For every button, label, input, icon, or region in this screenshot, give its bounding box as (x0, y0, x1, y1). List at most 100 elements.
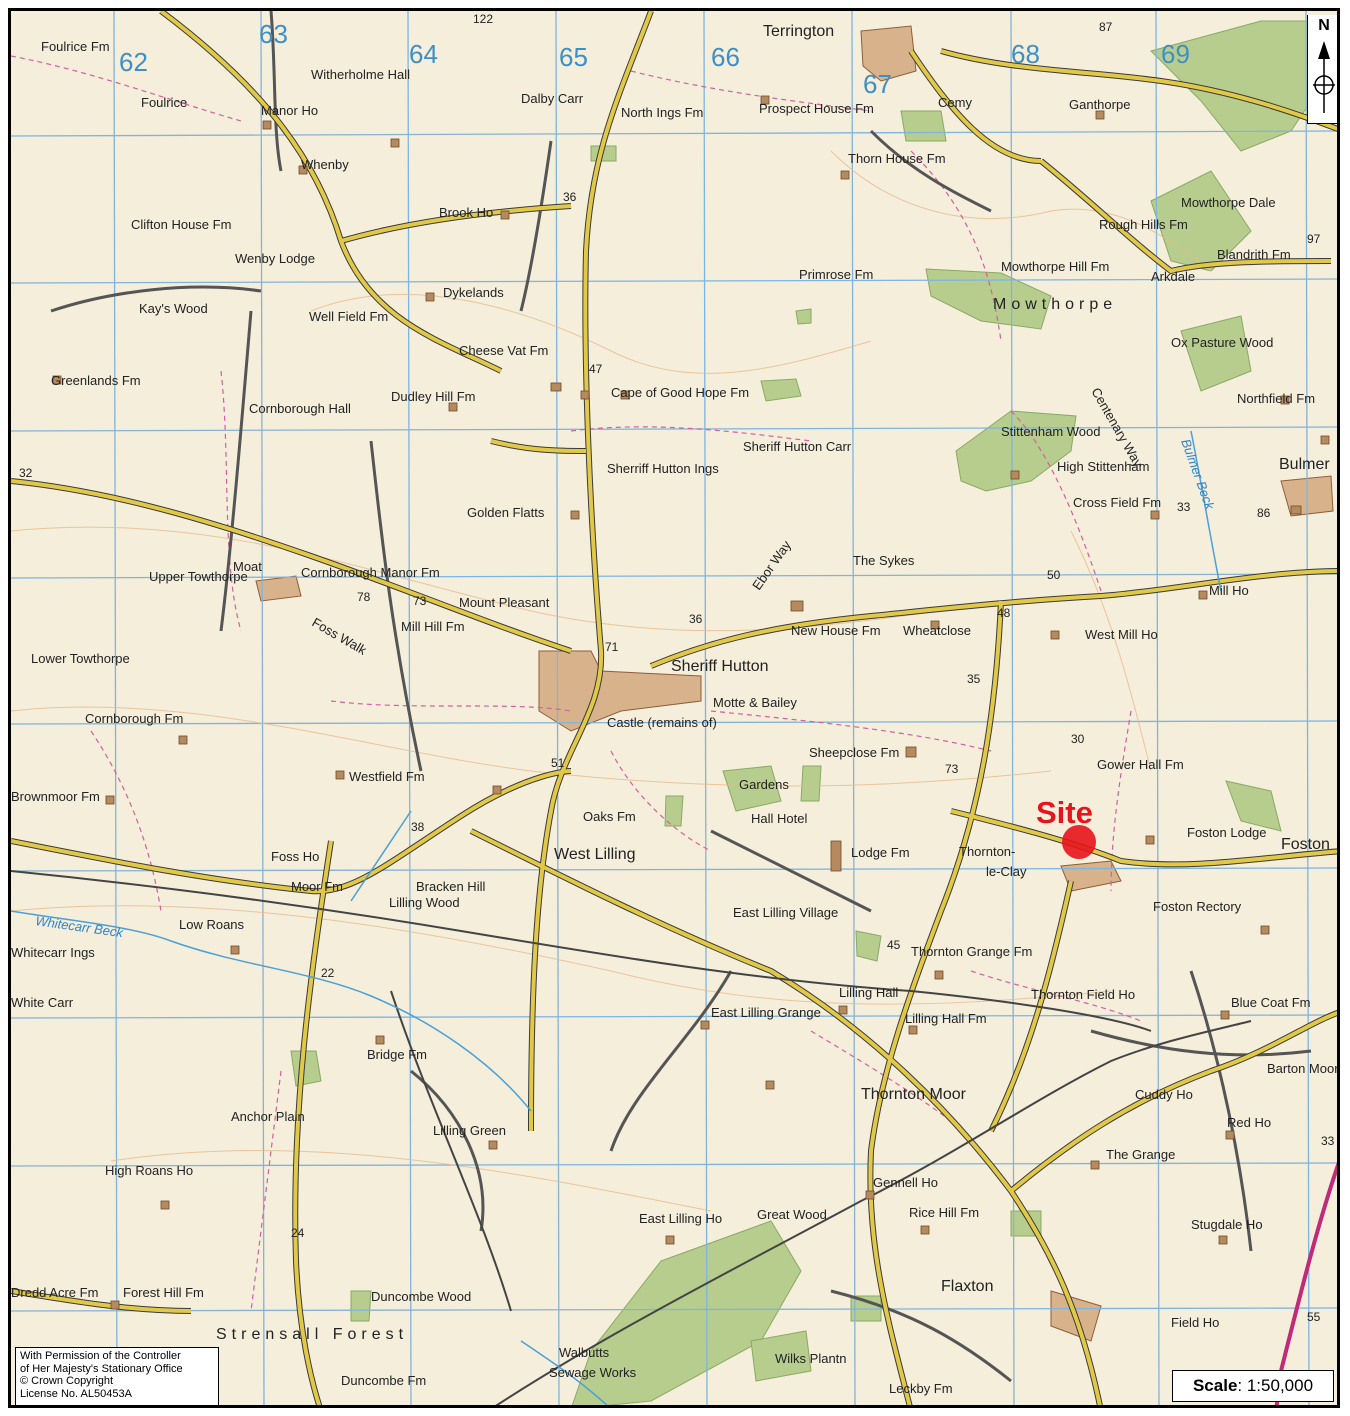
farm-label: Lodge Fm (851, 845, 910, 860)
farm-label: Westfield Fm (349, 769, 425, 784)
farm-label: Mill Hill Fm (401, 619, 465, 634)
farm-label: Cornborough Hall (249, 401, 351, 416)
farm-label: East Lilling Ho (639, 1211, 722, 1226)
farm-label: High Roans Ho (105, 1163, 193, 1178)
farm-label: Rough Hills Fm (1099, 217, 1188, 232)
map-paper (11, 11, 1337, 1405)
farm-label: Stugdale Ho (1191, 1217, 1263, 1232)
farm-label: Bridge Fm (367, 1047, 427, 1062)
farm-label: Foston Lodge (1187, 825, 1267, 840)
place-label: Strensall Forest (216, 1326, 408, 1343)
farm-label: Thornton Field Ho (1031, 987, 1135, 1002)
place-label: Thornton- (959, 844, 1015, 859)
farm-label: Castle (remains of) (607, 715, 717, 730)
copyright-line: of Her Majesty's Stationary Office (20, 1362, 183, 1375)
grid-numbers: 62 63 64 65 66 67 68 69 (119, 19, 1190, 99)
farm-label: Manor Ho (261, 103, 318, 118)
grid-number: 63 (259, 19, 288, 49)
farm-label: The Grange (1106, 1147, 1175, 1162)
farm-label: Sherriff Hutton Ings (607, 461, 719, 476)
farm-label: Lilling Green (433, 1123, 506, 1138)
farm-label: Rice Hill Fm (909, 1205, 979, 1220)
farm-label: Clifton House Fm (131, 217, 231, 232)
copyright-line: With Permission of the Controller (20, 1350, 181, 1362)
map-canvas: 62 63 64 65 66 67 68 69 Terrington Sheri… (11, 11, 1337, 1405)
place-label: Lilling Wood (389, 895, 460, 910)
farm-label: Oaks Fm (583, 809, 636, 824)
farm-label: Foulrice (141, 95, 187, 110)
grid-number: 62 (119, 47, 148, 77)
copyright-notice: With Permission of the Controller of Her… (15, 1347, 219, 1405)
spot-height: 87 (1099, 20, 1113, 34)
farm-label: Gennell Ho (873, 1175, 938, 1190)
spot-height: 78 (357, 590, 371, 604)
grid-lines (11, 11, 1337, 1405)
spot-height: 33 (1177, 500, 1191, 514)
farm-label: Moor Fm (291, 879, 343, 894)
grid-number: 69 (1161, 39, 1190, 69)
farm-label: Mount Pleasant (459, 595, 550, 610)
farm-label: Anchor Plain (231, 1109, 305, 1124)
place-label: Foston (1281, 836, 1330, 853)
farm-label: Sewage Works (549, 1365, 637, 1380)
spot-height: 35 (967, 672, 981, 686)
site-label: Site (1036, 795, 1093, 830)
place-label: le-Clay (986, 864, 1027, 879)
scale-box: Scale: 1:50,000 (1172, 1370, 1334, 1402)
farm-label: Blandrith Fm (1217, 247, 1291, 262)
watercourses (11, 430, 1222, 1405)
spot-height: 71 (605, 640, 619, 654)
site-marker[interactable] (1062, 825, 1096, 859)
farm-label: Mowthorpe Dale (1181, 195, 1276, 210)
farm-label: New House Fm (791, 623, 881, 638)
place-label: Ganthorpe (1069, 97, 1130, 112)
contours (11, 150, 1212, 1212)
farm-label: The Sykes (853, 553, 915, 568)
place-names: Terrington Sheriff Hutton West Lilling T… (216, 23, 1330, 1343)
spot-height: 47 (589, 362, 603, 376)
farm-label: Bracken Hill (416, 879, 485, 894)
spot-height: 73 (413, 594, 427, 608)
farm-label: Dredd Acre Fm (11, 1285, 98, 1300)
farm-label: Gower Hall Fm (1097, 757, 1184, 772)
farm-label: Hall Hotel (751, 811, 807, 826)
farm-label: Cross Field Fm (1073, 495, 1161, 510)
farm-label: Low Roans (179, 917, 245, 932)
place-label: Mowthorpe (993, 296, 1117, 313)
farm-label: Field Ho (1171, 1315, 1219, 1330)
spot-height: 48 (997, 606, 1011, 620)
farm-label: High Stittenham (1057, 459, 1150, 474)
farm-label: Lilling Hall (839, 985, 898, 1000)
farm-label: Foston Rectory (1153, 899, 1242, 914)
farm-label: Mill Ho (1209, 583, 1249, 598)
grid-number: 67 (863, 69, 892, 99)
place-label: Terrington (763, 23, 834, 40)
farm-label: Forest Hill Fm (123, 1285, 204, 1300)
farm-label: Wheatclose (903, 623, 971, 638)
farm-label: Cuddy Ho (1135, 1087, 1193, 1102)
farm-label: Walbutts (559, 1345, 610, 1360)
grid-number: 64 (409, 39, 438, 69)
farm-label: Motte & Bailey (713, 695, 797, 710)
farm-label: Witherholme Hall (311, 67, 410, 82)
farm-label: Kay's Wood (139, 301, 208, 316)
farm-label: Cornborough Fm (85, 711, 183, 726)
farm-label: Gardens (739, 777, 789, 792)
spot-height: 86 (1257, 506, 1271, 520)
spot-height: 122 (473, 12, 493, 26)
farm-label: Moat (233, 559, 262, 574)
farm-label: Upper Towthorpe (149, 569, 248, 584)
farm-label: Great Wood (757, 1207, 827, 1222)
place-label: Bulmer (1279, 456, 1330, 473)
farm-label: North Ings Fm (621, 105, 703, 120)
farm-label: East Lilling Village (733, 905, 838, 920)
place-label: Thornton Moor (861, 1086, 967, 1103)
place-label: Flaxton (941, 1278, 993, 1295)
farm-label: Sheriff Hutton Carr (743, 439, 852, 454)
spot-height: 22 (321, 966, 335, 980)
farm-labels: Foulrice Fm Foulrice Manor Ho Witherholm… (11, 39, 1337, 1396)
map-frame: 62 63 64 65 66 67 68 69 Terrington Sheri… (8, 8, 1340, 1408)
grid-number: 68 (1011, 39, 1040, 69)
scale-label: Scale (1192, 1376, 1238, 1395)
farm-label: Mowthorpe Hill Fm (1001, 259, 1109, 274)
